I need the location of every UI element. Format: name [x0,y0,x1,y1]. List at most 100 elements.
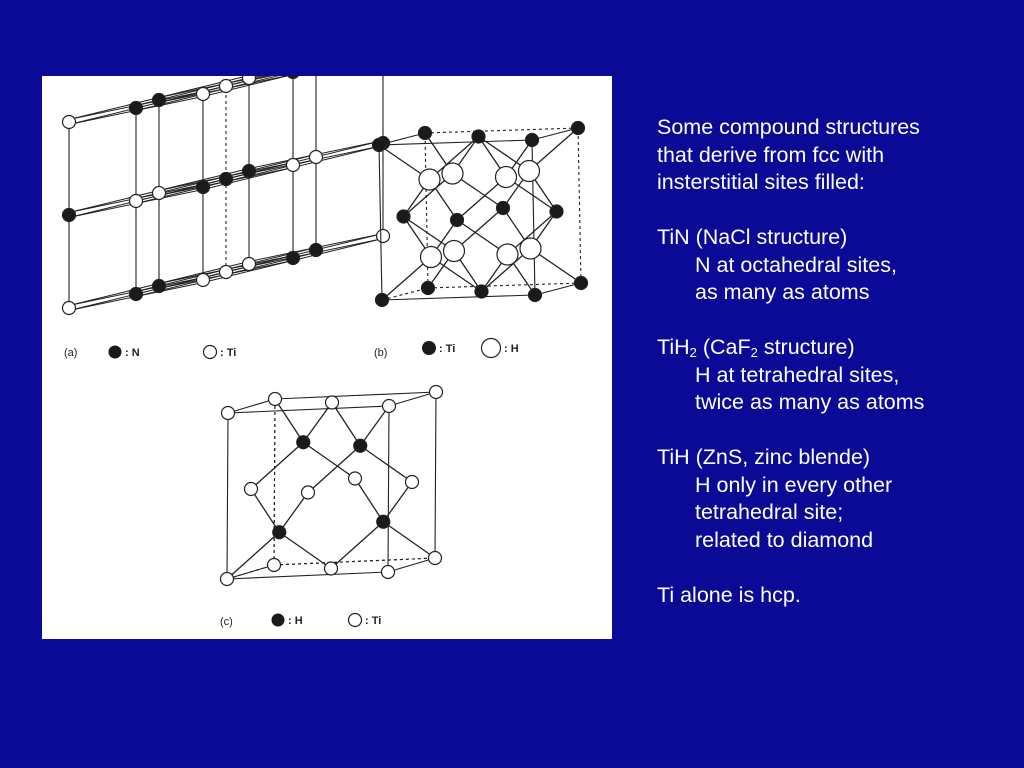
legend-a-filled-atom-icon [108,345,122,359]
h-atom [418,168,441,191]
legend-a-ti-text: : Ti [220,347,236,359]
cell-edge [226,412,229,580]
cell-edge [387,557,436,573]
filled-atom [285,250,301,266]
open-atom [61,300,77,316]
intro-line-2: that derive from fcc with [657,142,885,167]
cell-edge [388,391,437,407]
ti-atom [300,485,316,500]
ti-atom [417,125,433,141]
bond-line [307,445,361,493]
ti-atom [323,561,339,576]
ti-atom [324,395,340,410]
ti-atom [266,557,282,573]
filled-atom [195,179,211,195]
cell-edge [424,127,579,134]
rail-line [202,76,289,97]
h-atom [353,438,368,453]
figure-a-label: (a) [64,347,77,359]
ti-atom [428,384,444,400]
ti-atom [527,287,543,303]
open-atom [128,193,144,209]
h-atom [296,435,311,450]
ti-atom [219,571,235,587]
intro-line-3: insterstitial sites filled: [657,170,865,194]
h-atom [442,239,466,263]
bond-line [359,445,413,483]
cell-edge [227,398,276,414]
bond-line [226,531,280,580]
legend-b-h-text: : H [504,343,519,355]
ti-atom [243,481,259,497]
cell-edge [531,127,579,141]
rail-line [202,76,269,92]
filled-atom [218,171,234,187]
h-atom [494,165,518,189]
open-atom [195,86,211,102]
cell-edge [227,405,390,414]
bond-line [250,441,304,490]
tih-line-1: H only in every other [695,472,893,497]
ti-atom [524,132,540,148]
ti-atom [381,398,397,414]
ti-atom [220,405,236,421]
legend-c-filled-atom-icon [271,613,285,627]
legend-b-filled-atom-icon [422,341,436,355]
legend-a-n-text: : N [125,347,140,359]
ti-atom [573,275,589,291]
tih2-line-2: twice as many as atoms [695,390,925,414]
h-atom [376,514,391,529]
ti-atom [471,129,486,144]
tih2-line-1: H at tetrahedral sites, [695,362,900,387]
outro-line: Ti alone is hcp. [657,582,801,607]
legend-b-ti-text: : Ti [439,343,455,355]
ti-atom [474,284,489,299]
filled-atom [151,92,167,108]
bond-line [274,398,304,443]
structure-c-zns [219,384,444,587]
ti-atom [449,212,465,228]
bond-line [382,481,413,523]
cell-edge [534,282,582,296]
filled-atom [287,76,299,80]
open-atom [218,264,234,280]
intro-line-1: Some compound structures [657,115,920,139]
ti-atom [396,209,411,224]
cell-edge [378,139,533,146]
ti-atom [420,280,436,296]
legend-c-open-atom-icon [347,612,363,628]
bond-line [382,521,436,559]
ti-atom [495,200,511,216]
cell-edge [381,294,536,301]
bond-line [302,402,333,443]
cell-edge [226,571,389,580]
h-atom [496,243,519,266]
tin-line-2: as many as atoms [695,280,870,304]
bond-line [302,441,356,480]
ti-atom [267,391,283,407]
bond-line [331,402,361,447]
tih-line-2: tetrahedral site; [695,500,844,524]
h-atom [517,159,541,183]
bond-line [278,492,309,533]
legend-b-open-atom-icon [480,337,502,359]
h-atom [441,162,464,185]
open-atom [218,78,234,94]
cell-edge [434,391,437,559]
cell-edge [381,287,429,301]
structure-b-caf2 [371,120,589,308]
ti-atom [570,120,586,136]
filled-atom [151,278,167,294]
ti-atom [549,204,564,219]
cell-edge [427,282,582,289]
crystal-structures-svg: (a) : N : Ti (b) : Ti : H (c) : H : Ti [61,76,589,628]
figure-b-label: (b) [374,347,387,359]
bond-line [250,488,280,533]
legend-c-h-text: : H [288,615,303,627]
open-atom [241,76,257,86]
filled-atom [128,286,144,302]
ti-atom [380,564,396,580]
structure-a-nacl [61,76,391,316]
filled-atom [308,242,324,258]
open-atom [241,256,257,272]
